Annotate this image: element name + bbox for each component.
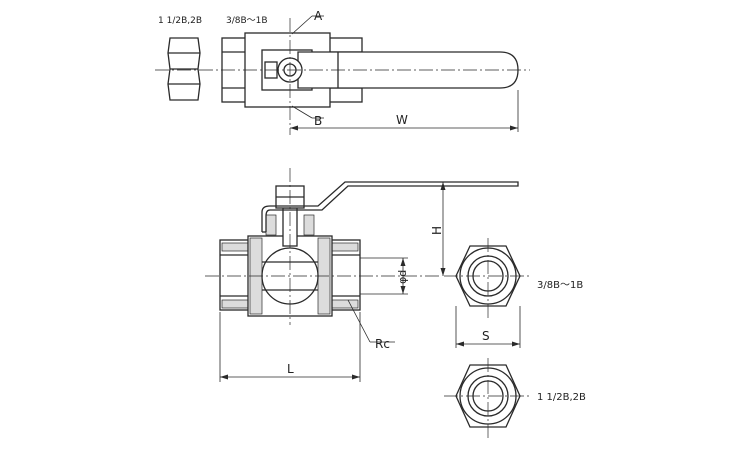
dim-w: W: [290, 90, 519, 132]
upper-size-label: 3/8B～1B: [537, 280, 583, 291]
dim-bore-label: φd: [396, 270, 409, 284]
dim-w-label: W: [396, 113, 408, 127]
upper-end-view: [444, 238, 532, 318]
callout-a-label: A: [314, 9, 323, 23]
dim-bore: φd: [360, 257, 409, 295]
front-view: H φd Rc L: [205, 168, 519, 382]
top-size-label-large: 1 1/2B,2B: [158, 16, 202, 26]
callout-a: A: [291, 9, 324, 35]
rc-leader: Rc: [347, 299, 395, 351]
top-hex-end: [167, 37, 201, 101]
callout-b: B: [291, 105, 324, 128]
end-views: S 3/8B～1B 1 1/2B,2B: [444, 238, 586, 438]
dim-h-label: H: [430, 226, 444, 235]
lower-end-view: [444, 358, 532, 438]
lower-size-label: 1 1/2B,2B: [537, 392, 586, 403]
callout-b-label: B: [314, 114, 322, 128]
front-handle: [261, 181, 519, 233]
top-size-label-small: 3/8B～1B: [226, 16, 268, 26]
dim-l-label: L: [287, 362, 294, 376]
dim-h: H: [425, 181, 450, 276]
dim-s: S: [455, 306, 521, 348]
dim-l: L: [219, 312, 361, 382]
rc-label: Rc: [375, 337, 390, 351]
top-view: A B W 1 1/2B,2B 3/8B～1B: [155, 9, 530, 135]
dim-s-label: S: [482, 329, 490, 343]
